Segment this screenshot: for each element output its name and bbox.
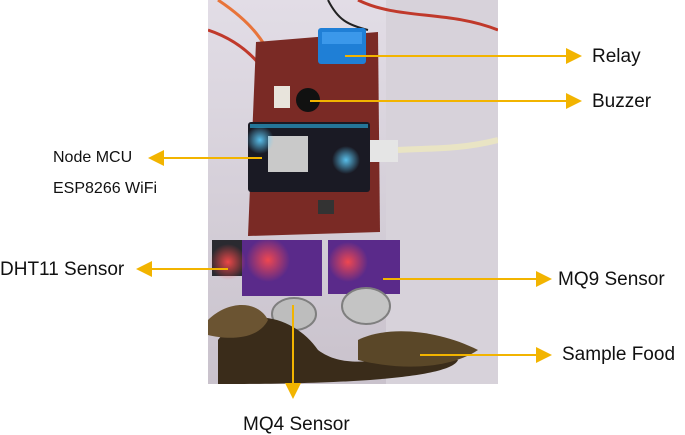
connector <box>274 86 290 108</box>
mq9-sensor-can <box>341 287 391 325</box>
hardware-illustration <box>208 0 498 384</box>
sample-food-label: Sample Food <box>562 344 676 365</box>
buzzer-component <box>296 88 320 112</box>
sample-food <box>218 317 458 384</box>
usb-plug <box>370 140 398 162</box>
node-mcu-label: Node MCU <box>53 149 133 166</box>
hardware-photo <box>208 0 498 384</box>
esp-chip-shield <box>268 136 308 172</box>
mq9-label: MQ9 Sensor <box>558 269 665 290</box>
box-side-wall <box>386 0 498 384</box>
usb-cable <box>397 137 498 153</box>
mq4-label: MQ4 Sensor <box>243 414 350 435</box>
buzzer-label: Buzzer <box>592 91 652 112</box>
dht11-label: DHT11 Sensor <box>0 259 125 280</box>
wire-red-2 <box>357 0 498 32</box>
esp8266-label: ESP8266 WiFi <box>53 180 158 197</box>
relay-label: Relay <box>592 46 641 67</box>
